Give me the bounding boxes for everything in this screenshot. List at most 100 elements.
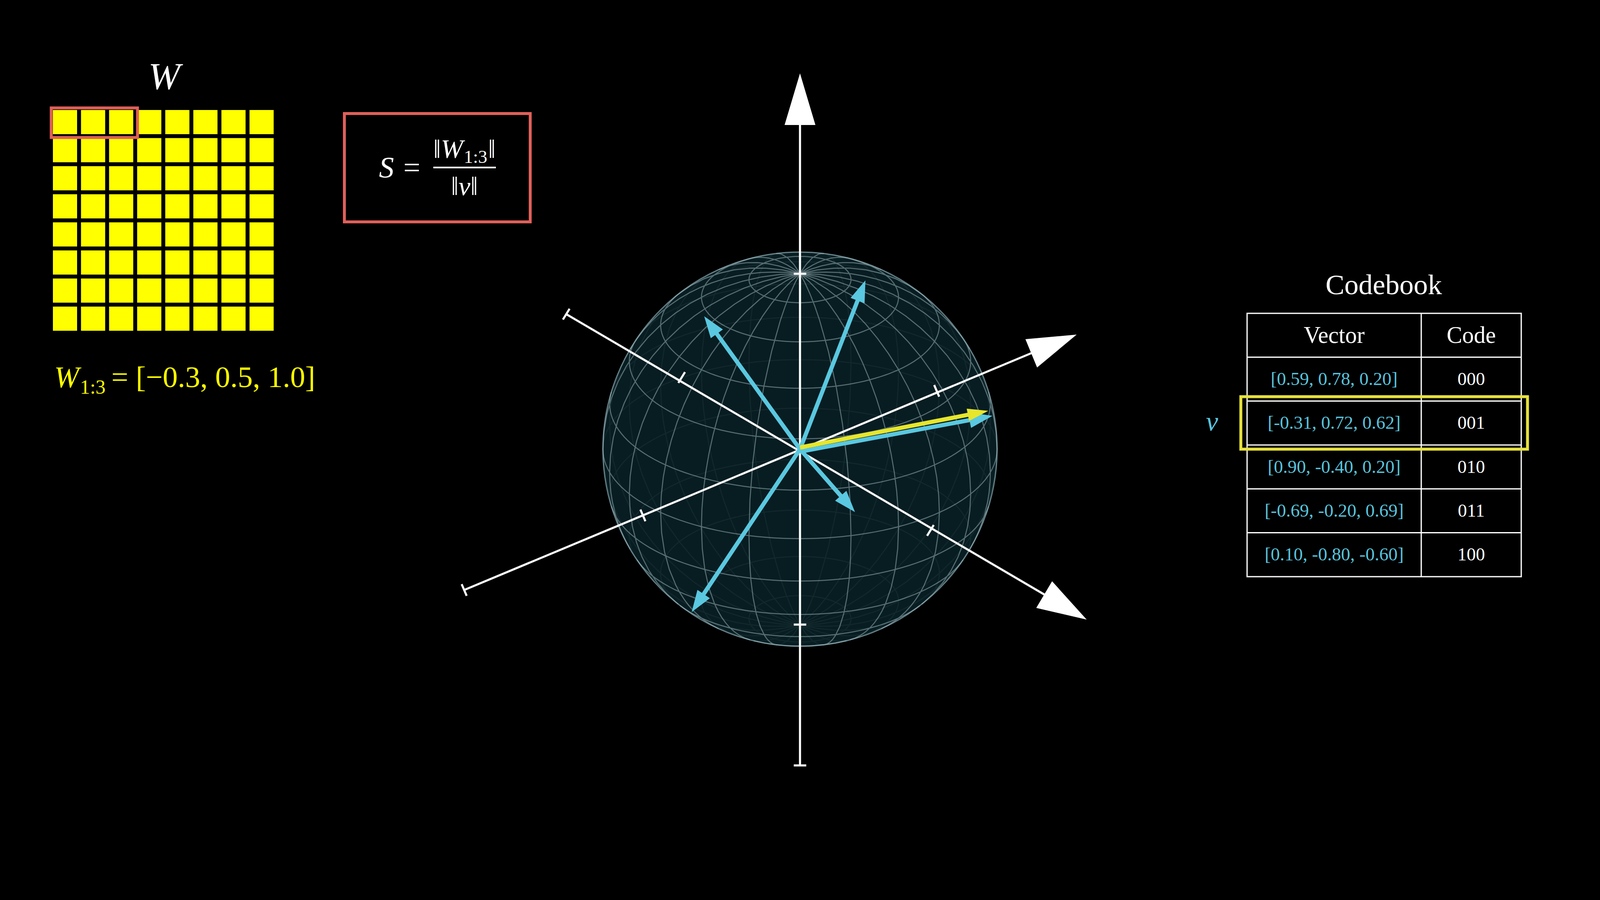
weight-vector-shaft: [800, 414, 969, 448]
table-rule: [1247, 488, 1522, 490]
axis-arrowhead: [1025, 334, 1077, 368]
vector-name: v: [1205, 406, 1218, 437]
weight-cell: [221, 137, 246, 163]
weight-cell: [137, 137, 162, 163]
weight-cell: [193, 222, 218, 247]
weight-cell: [109, 194, 134, 219]
formula-box: S = ‖W1:3‖ ‖v‖: [342, 112, 532, 224]
weight-cell: [109, 278, 134, 303]
weight-vector-head: [966, 408, 989, 421]
weight-cell: [193, 278, 218, 303]
axis-tick: [934, 385, 940, 397]
weight-cell: [52, 222, 78, 247]
formula-lhs: S =: [378, 151, 422, 185]
weight-cell: [80, 194, 105, 219]
weight-cell: [221, 194, 246, 219]
code-vector-value: [0.90, -0.40, 0.20]: [1267, 456, 1401, 477]
weight-cell: [137, 222, 162, 247]
weight-cell: [249, 250, 274, 275]
weight-cell: [137, 110, 162, 135]
table-title: Codebook: [1325, 269, 1443, 301]
fraction: ‖W1:3‖ ‖v‖: [433, 134, 496, 201]
weight-cell: [193, 194, 218, 219]
weight-cell: [193, 166, 218, 191]
weight-cell: [52, 194, 78, 219]
weight-cell: [80, 137, 105, 163]
weight-cell: [165, 250, 190, 275]
code-vector-head: [835, 490, 855, 513]
weight-cell: [109, 137, 134, 163]
weight-cell: [165, 278, 190, 303]
weight-cell: [80, 278, 105, 303]
code-vector-head: [850, 280, 866, 304]
weight-cell: [249, 110, 274, 135]
weight-cell: [109, 110, 134, 135]
table-rule: [1247, 356, 1522, 358]
weight-cell: [109, 222, 134, 247]
code-vector-shaft: [703, 449, 800, 595]
formula-numerator-close: ‖: [488, 134, 496, 164]
codebook-vectors: [691, 280, 993, 613]
matrix-name: W: [148, 55, 181, 98]
weight-cell: [109, 306, 134, 331]
code-vector-value: [-0.69, -0.20, 0.69]: [1264, 500, 1404, 521]
weight-cell: [165, 137, 190, 163]
weight-cell: [137, 194, 162, 219]
weight-cell: [193, 137, 218, 163]
weight-cell: [165, 222, 190, 247]
slice-name: W: [54, 360, 80, 394]
weight-cell: [52, 306, 78, 331]
code-vector-head: [704, 316, 723, 339]
axis-tick: [562, 308, 570, 320]
weight-cell: [249, 306, 274, 331]
column-header: Vector: [1303, 322, 1365, 349]
weight-cell: [52, 278, 78, 303]
weight-cell: [221, 110, 246, 135]
axis-tick: [461, 584, 467, 596]
codebook-table: [1247, 313, 1522, 577]
formula-numerator: ‖W: [433, 134, 463, 164]
fraction-numerator: ‖W1:3‖: [433, 134, 496, 164]
slice-values: = [−0.3, 0.5, 1.0]: [111, 360, 315, 394]
code-vector-shaft: [800, 449, 842, 497]
slice-highlight: [51, 107, 138, 138]
weight-cell: [249, 166, 274, 191]
x-axis: [566, 314, 1046, 596]
weight-cell: [80, 222, 105, 247]
weight-cell: [221, 306, 246, 331]
table-rule: [1247, 532, 1522, 534]
coordinate-axes: [461, 73, 1087, 766]
axis-tick: [678, 372, 685, 383]
axis-tick: [793, 623, 807, 626]
axis-tick: [640, 509, 646, 522]
slice-index: 1:3: [80, 376, 106, 399]
axis-tick: [927, 525, 934, 536]
axis-arrowhead: [1036, 581, 1087, 620]
weight-cell: [137, 250, 162, 275]
weight-cell: [193, 306, 218, 331]
formula-subscript: 1:3: [463, 147, 488, 168]
weight-cell: [80, 250, 105, 275]
weight-cell: [193, 250, 218, 275]
code-vector-value: [0.59, 0.78, 0.20]: [1270, 369, 1398, 390]
weight-cell: [137, 278, 162, 303]
weight-cell: [137, 306, 162, 331]
weight-cell: [165, 306, 190, 331]
weight-cell: [249, 222, 274, 247]
weight-cell: [221, 166, 246, 191]
code-value: 011: [1457, 500, 1485, 521]
column-header: Code: [1446, 322, 1496, 349]
weight-cell: [52, 137, 78, 163]
axis-tick: [793, 764, 807, 767]
axis-arrowhead: [784, 73, 816, 125]
formula-denominator: ‖v‖: [451, 171, 478, 201]
weight-cell: [137, 166, 162, 191]
equation-line: W1:3= [−0.3, 0.5, 1.0]: [54, 360, 316, 394]
weight-cell: [165, 110, 190, 135]
weight-matrix: [52, 110, 274, 331]
weight-cell: [80, 166, 105, 191]
code-value: 100: [1457, 544, 1485, 565]
weight-cell: [109, 166, 134, 191]
weight-cell: [249, 194, 274, 219]
